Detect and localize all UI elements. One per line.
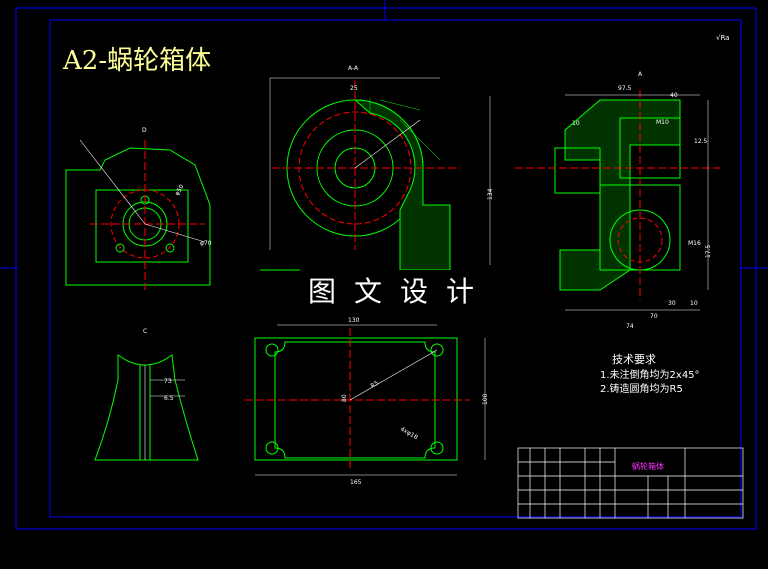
view-a-label: A — [638, 71, 643, 78]
view-a-right — [515, 90, 720, 311]
dim-74: 74 — [626, 323, 634, 330]
dim-r5: R5 — [370, 380, 381, 390]
watermark: 图文设计 — [302, 270, 499, 310]
roughness-note: √Ra — [716, 34, 730, 42]
dim-17-5: 17.5 — [705, 244, 712, 258]
dim-130: 130 — [348, 317, 360, 324]
dim-70: 70 — [650, 313, 658, 320]
dim-73: 73 — [164, 378, 172, 385]
dim-10b: 10 — [690, 300, 698, 307]
view-d-label: D — [142, 127, 147, 134]
view-c-label: C — [143, 328, 147, 335]
dim-30: 30 — [668, 300, 676, 307]
dim-phi50: φ50 — [174, 183, 186, 197]
dim-97-5: 97.5 — [618, 85, 632, 92]
dim-134: 134 — [487, 188, 494, 200]
dim-6-5: 6.5 — [164, 395, 174, 402]
view-d-top — [65, 139, 211, 290]
tech-requirements-title: 技术要求 — [612, 353, 656, 366]
dim-10: 10 — [572, 120, 580, 127]
dim-holes: 4xφ18 — [399, 426, 419, 442]
dim-100: 100 — [482, 393, 489, 405]
tech-requirement-2: 2.铸造圆角均为R5 — [600, 384, 683, 395]
dim-phi70: φ70 — [200, 240, 212, 247]
plan-view — [245, 324, 486, 476]
dim-165: 165 — [350, 479, 362, 486]
outer-border — [15, 7, 757, 530]
dim-m10: M10 — [656, 119, 669, 126]
dim-40: 40 — [670, 92, 678, 99]
dim-12-5: 12.5 — [694, 138, 708, 145]
section-label: A-A — [348, 65, 359, 72]
view-c — [94, 354, 199, 461]
dim-80: 80 — [341, 394, 348, 402]
inner-border — [49, 19, 742, 518]
tech-requirement-1: 1.未注倒角均为2x45° — [600, 370, 700, 381]
dim-m16: M16 — [688, 240, 701, 247]
title-block-name: 蜗轮箱体 — [632, 462, 664, 471]
dim-25: 25 — [350, 85, 358, 92]
drawing-title: A2-蜗轮箱体 — [63, 46, 212, 76]
title-block — [517, 447, 744, 519]
section-a-a — [260, 77, 491, 271]
